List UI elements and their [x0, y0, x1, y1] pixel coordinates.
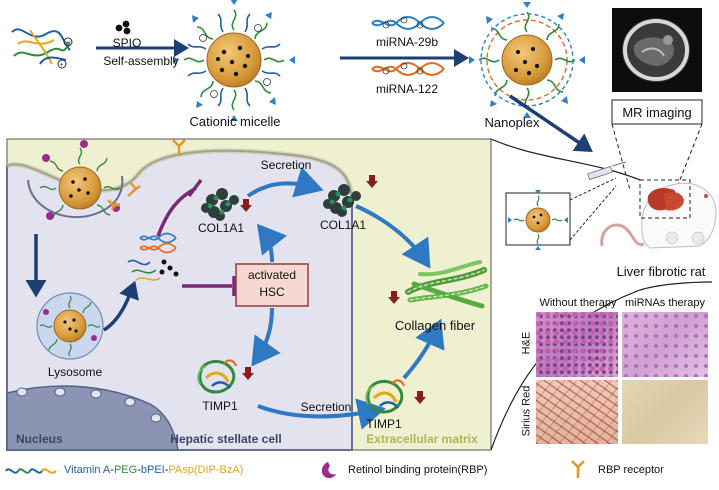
mirnas-therapy-label: miRNAs therapy: [624, 297, 706, 309]
secretion-arrow-bottom: [257, 398, 386, 430]
timp1-outer-graphic: [365, 379, 405, 414]
he-label-text: H&E: [520, 331, 532, 355]
collagen-fiber-label: Collagen fiber: [394, 318, 476, 333]
arrow-lysosomal-escape: [103, 280, 139, 332]
svg-text:+: +: [66, 40, 70, 47]
legend-bpei: bPEI: [140, 464, 165, 476]
mirna-29b-helix: [371, 16, 445, 30]
legend-dash-2: -: [137, 464, 141, 476]
legend-vitamin-a: Vitamin A: [64, 464, 111, 476]
activated-hsc-box: [235, 263, 309, 307]
legend-peg: PEG: [113, 464, 138, 476]
regulation-arrows: [251, 223, 287, 367]
legend-rbp-receptor: RBP receptor: [598, 464, 664, 476]
ecm-label: Extracellular matrix: [366, 432, 478, 446]
nucleus-label: Nucleus: [16, 432, 63, 446]
mirna-122-helix: [371, 62, 445, 76]
col1a1-outer-graphic: [323, 184, 361, 217]
rbp-receptors: [107, 139, 186, 211]
he-mirnas-therapy: [622, 312, 708, 377]
mr-imaging-label: MR imaging: [622, 105, 692, 120]
secretion-top-label: Secretion: [260, 158, 312, 172]
polymer-strands: + +: [11, 28, 73, 69]
legend-dash-1: -: [110, 464, 114, 476]
col1a1-inner-graphic: [201, 188, 239, 221]
arrow-col1a1-to-collagen: [355, 204, 431, 269]
rat-label: Liver fibrotic rat: [616, 264, 706, 279]
timp1-inner-label: TIMP1: [202, 399, 238, 413]
legend-pasp: PAsp(DIP-BzA): [168, 464, 244, 476]
sirius-red-label-text: Sirius Red: [520, 385, 532, 437]
nanoplex-at-membrane: [39, 140, 121, 220]
self-assembly-label: Self-assembly: [103, 54, 179, 68]
legend-dash-3: -: [164, 464, 169, 476]
spio-particles: [115, 20, 131, 35]
mr-image: [611, 8, 703, 191]
released-mirna: [127, 232, 179, 281]
cationic-micelle-graphic: [173, 0, 295, 121]
secretion-bottom-label: Secretion: [300, 400, 352, 414]
timp1-outer-label: TIMP1: [366, 417, 402, 431]
col1a1-outer-label: COL1A1: [319, 218, 367, 232]
legend-rbp: Retinol binding protein(RBP): [348, 464, 488, 476]
spio-label: SPIO: [112, 36, 142, 50]
he-label: H&E: [506, 332, 546, 355]
hsc-label: Hepatic stellate cell: [170, 432, 282, 446]
rat-graphic: [600, 179, 717, 249]
svg-text:+: +: [60, 62, 64, 69]
lysosome-graphic: [36, 292, 104, 360]
legend-graphics: [5, 460, 585, 479]
cationic-micelle-label: Cationic micelle: [189, 114, 281, 129]
nanoplex-label: Nanoplex: [484, 115, 540, 130]
col1a1-inner-label: COL1A1: [197, 221, 245, 235]
mirna-122-label: miRNA-122: [375, 82, 439, 96]
arrow-to-rat: [509, 94, 593, 152]
siriusred-without-therapy: [536, 380, 618, 444]
he-without-therapy: [536, 312, 618, 377]
legend-polymer: Vitamin A-PEG-bPEI-PAsp(DIP-BzA): [64, 464, 243, 476]
sirius-red-label: Sirius Red: [496, 386, 556, 437]
nanoplex-graphic: [469, 2, 585, 118]
arrow-timp1-to-collagen: [402, 318, 445, 380]
syringe-graphic: [587, 161, 627, 181]
timp1-inner-graphic: [197, 359, 237, 394]
collagen-fiber-graphic: [405, 260, 489, 309]
mirna-29b-label: miRNA-29b: [375, 35, 439, 49]
secretion-arrow-top: [246, 166, 324, 198]
lysosome-label: Lysosome: [47, 365, 103, 379]
without-therapy-label: Without therapy: [539, 297, 617, 309]
inhibition-lines: [156, 178, 236, 296]
siriusred-mirnas-therapy: [622, 380, 708, 444]
activated-hsc-label: activated HSC: [247, 268, 297, 299]
